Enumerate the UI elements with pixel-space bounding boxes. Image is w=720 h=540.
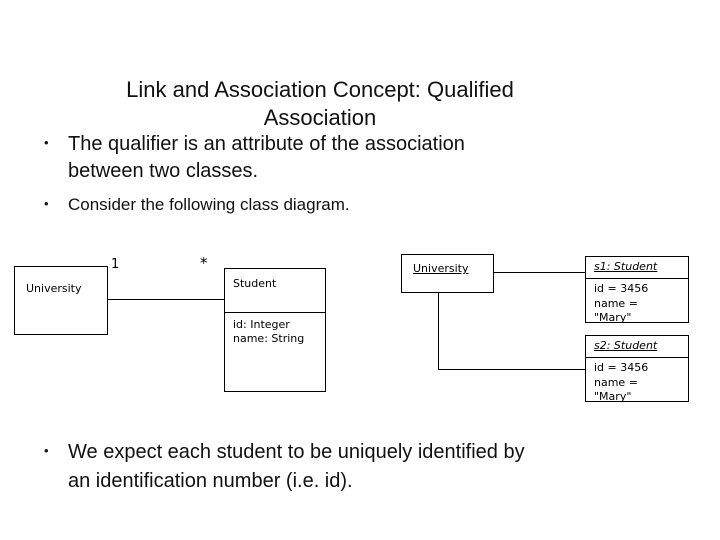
association-line: [108, 299, 224, 300]
multiplicity-many-label: *: [200, 254, 208, 272]
class-attribute: name: String: [233, 332, 305, 345]
class-box-university: University: [14, 266, 108, 335]
bullet-qualifier: • The qualifier is an attribute of the a…: [44, 131, 604, 185]
object-name-compartment: s1: Student: [586, 257, 688, 279]
bullet-unique-id: • We expect each student to be uniquely …: [44, 438, 684, 496]
object-name: University: [413, 262, 469, 275]
bullet-marker: •: [44, 443, 49, 458]
class-attribute: id: Integer: [233, 318, 290, 331]
slide-title-line-2: Association: [263, 105, 377, 130]
object-attribute: id = 3456: [594, 282, 649, 295]
bullet-marker: •: [44, 135, 49, 150]
slide-title-line-1: Link and Association Concept: Qualified: [126, 77, 514, 102]
object-attribute: "Mary": [594, 390, 632, 403]
bullet-marker: •: [44, 196, 49, 211]
link-line-university-s2-horizontal: [438, 369, 585, 370]
multiplicity-one-label: 1: [111, 257, 120, 272]
object-attribute: name =: [594, 375, 638, 389]
object-box-s1-student: s1: Student id = 3456 name = "Mary": [585, 256, 689, 326]
object-attribute: "Mary": [594, 311, 632, 324]
bullet-consider-diagram: • Consider the following class diagram.: [44, 194, 604, 216]
object-name: s2: Student: [594, 339, 658, 352]
bullet-text-line: We expect each student to be uniquely id…: [68, 441, 525, 463]
object-attribute: name =: [594, 296, 638, 310]
class-box-student: Student id: Integer name: String: [224, 268, 326, 392]
bullet-text-line: Consider the following class diagram.: [68, 195, 350, 214]
bullet-text-line: The qualifier is an attribute of the ass…: [68, 133, 465, 155]
bullet-text: Consider the following class diagram.: [68, 194, 604, 216]
class-name: Student: [233, 277, 277, 290]
link-line-university-s1: [493, 272, 585, 273]
object-name: s1: Student: [594, 260, 658, 273]
bullet-text: We expect each student to be uniquely id…: [68, 438, 684, 496]
bullet-text: The qualifier is an attribute of the ass…: [68, 131, 604, 185]
bullet-text-line: between two classes.: [68, 160, 259, 182]
object-attributes-compartment: id = 3456 name = "Mary": [586, 358, 688, 405]
bullet-text-line: an identification number (i.e. id).: [68, 470, 353, 492]
object-box-s2-student: s2: Student id = 3456 name = "Mary": [585, 335, 689, 405]
slide-title: Link and Association Concept: Qualified …: [60, 76, 580, 132]
class-attributes-compartment: id: Integer name: String: [225, 313, 325, 346]
object-box-university: University: [401, 254, 494, 293]
object-attribute: id = 3456: [594, 361, 649, 374]
class-name-compartment: Student: [225, 269, 325, 313]
link-line-university-s2-vertical: [438, 292, 439, 369]
class-name: University: [26, 282, 82, 295]
object-name-compartment: s2: Student: [586, 336, 688, 358]
object-attributes-compartment: id = 3456 name = "Mary": [586, 279, 688, 326]
